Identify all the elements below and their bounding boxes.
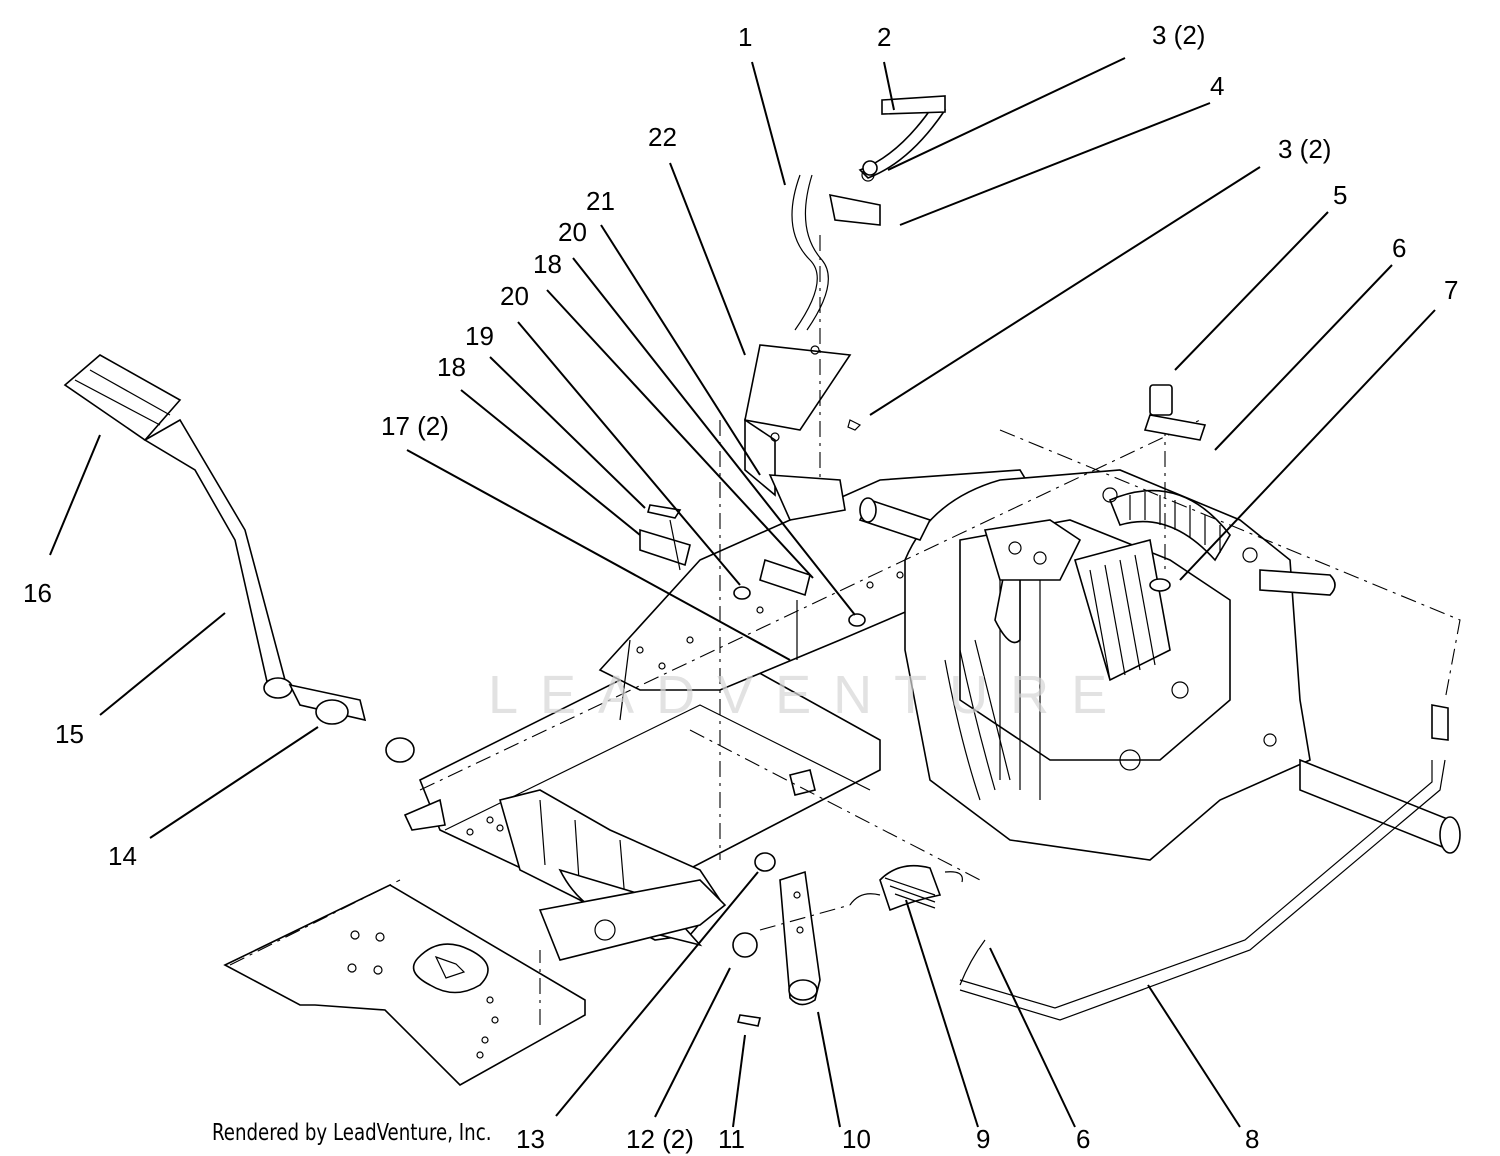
callout-11: 11 (718, 1124, 745, 1154)
callout-7: 7 (1444, 275, 1459, 305)
lower-linkage (732, 704, 1449, 1027)
callout-6-upper: 6 (1392, 233, 1407, 263)
callout-4: 4 (1210, 71, 1225, 101)
centerlines (229, 419, 1461, 1025)
callout-12: 12 (2) (626, 1124, 694, 1154)
credit-text: Rendered by LeadVenture, Inc. (212, 1120, 492, 1146)
callout-5: 5 (1333, 180, 1348, 210)
callout-20-lower: 20 (500, 281, 529, 311)
callout-10: 10 (842, 1124, 871, 1154)
frame-plate (223, 884, 586, 1086)
callout-22: 22 (648, 122, 677, 152)
callout-3-middle: 3 (2) (1278, 134, 1332, 164)
callout-21: 21 (586, 186, 615, 216)
leader-lines (49, 57, 1436, 1128)
callout-6-lower: 6 (1076, 1124, 1091, 1154)
callout-14: 14 (108, 841, 137, 871)
callout-3-top: 3 (2) (1152, 20, 1206, 50)
shift-lever-assembly (719, 101, 947, 860)
callout-8: 8 (1245, 1124, 1260, 1154)
callout-20-upper: 20 (558, 217, 587, 247)
callout-18-lower: 18 (437, 352, 466, 382)
hardware (862, 95, 1207, 592)
watermark: LEADVENTURE (488, 665, 1130, 725)
callout-19: 19 (465, 321, 494, 351)
callout-2: 2 (877, 22, 892, 52)
callout-9: 9 (976, 1124, 991, 1154)
callout-16: 16 (23, 578, 52, 608)
switch-parts (639, 504, 866, 660)
pedal-arm (63, 354, 415, 763)
callout-15: 15 (55, 719, 84, 749)
callout-13: 13 (516, 1124, 545, 1154)
callout-1: 1 (738, 22, 753, 52)
callout-18-upper: 18 (533, 249, 562, 279)
callout-17: 17 (2) (381, 411, 449, 441)
